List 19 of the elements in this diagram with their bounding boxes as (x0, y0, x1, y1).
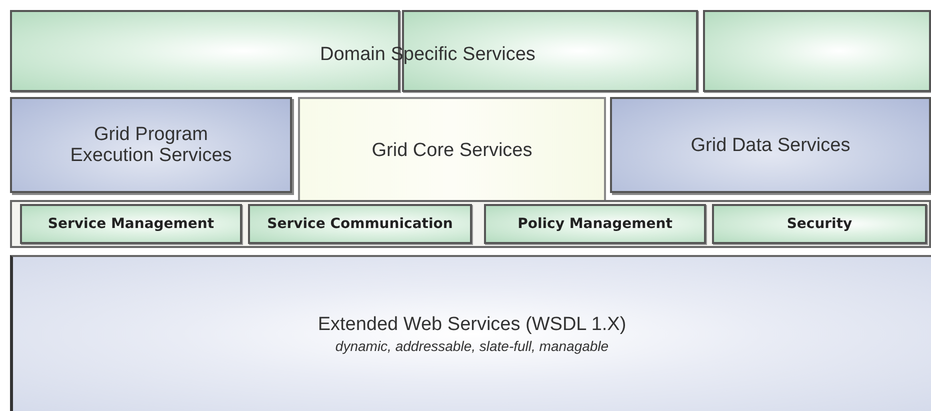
service-box (248, 204, 472, 244)
box-title: Service Management (48, 216, 214, 232)
service-box (484, 204, 706, 244)
service-band (10, 200, 931, 248)
top-service-box (703, 10, 931, 92)
box-title: Extended Web Services (WSDL 1.X) (318, 314, 626, 335)
service-box (10, 97, 292, 193)
box-description: dynamic, addressable, slate-full, managable (335, 338, 609, 354)
box-title: Service Communication (267, 216, 453, 232)
box-title: Grid Core Services (372, 140, 532, 160)
layer-box (10, 255, 931, 411)
service-box (298, 97, 606, 201)
box-title: Grid Program Execution Services (69, 124, 233, 166)
box-title: Grid Data Services (690, 134, 850, 156)
service-box (610, 97, 931, 193)
service-box (20, 204, 242, 244)
box-title: Policy Management (518, 216, 672, 232)
box-title: Security (786, 216, 852, 232)
service-box (712, 204, 927, 244)
